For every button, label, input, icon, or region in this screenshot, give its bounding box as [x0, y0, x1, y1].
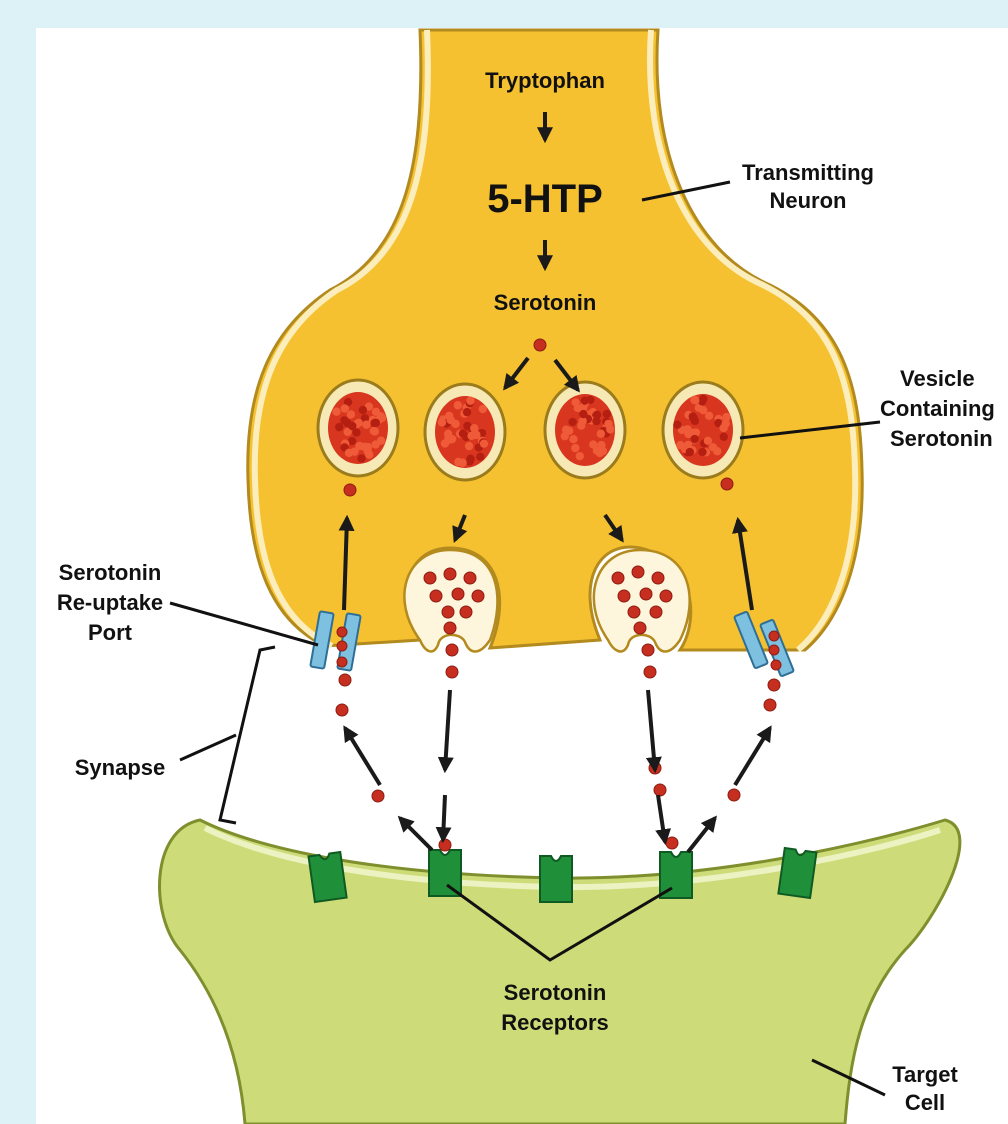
serotonin-molecule	[764, 699, 776, 711]
serotonin-molecule	[439, 839, 451, 851]
serotonin-molecule	[372, 790, 384, 802]
release-pocket-left	[404, 550, 497, 652]
label-vesicle: Vesicle	[900, 366, 975, 391]
serotonin-molecule	[424, 572, 436, 584]
serotonin-receptor	[540, 856, 572, 902]
serotonin-molecule	[452, 588, 464, 600]
serotonin-molecule	[444, 568, 456, 580]
serotonin-molecule	[721, 478, 733, 490]
serotonin-molecule	[444, 622, 456, 634]
label-5-htp: 5-HTP	[487, 177, 603, 221]
serotonin-molecule	[337, 627, 347, 637]
serotonin-molecule	[446, 644, 458, 656]
label-neuron: Neuron	[770, 188, 847, 213]
serotonin-molecule	[642, 644, 654, 656]
serotonin-molecule	[446, 666, 458, 678]
label-serotonin-vesicle: Serotonin	[890, 426, 993, 451]
arrow-release-left-down	[445, 690, 450, 770]
serotonin-molecule	[336, 704, 348, 716]
serotonin-molecule	[728, 789, 740, 801]
vesicle	[545, 382, 625, 478]
serotonin-molecule	[769, 631, 779, 641]
synapse-bracket	[220, 647, 275, 823]
serotonin-molecule	[632, 566, 644, 578]
serotonin-molecule	[769, 645, 779, 655]
serotonin-molecule	[652, 572, 664, 584]
serotonin-molecule	[534, 339, 546, 351]
serotonin-molecule	[634, 622, 646, 634]
label-containing: Containing	[880, 396, 995, 421]
arrow-receptor-to-port-left2	[400, 818, 432, 850]
label-receptors-serotonin: Serotonin	[504, 980, 607, 1005]
arrow-receptor-to-port-left	[345, 728, 380, 785]
serotonin-molecule	[666, 837, 678, 849]
serotonin-molecule	[339, 674, 351, 686]
arrow-receptor-to-port-right2	[688, 818, 715, 852]
serotonin-molecule	[654, 784, 666, 796]
label-serotonin: Serotonin	[494, 290, 597, 315]
serotonin-molecule	[442, 606, 454, 618]
serotonin-molecule	[430, 590, 442, 602]
serotonin-molecule	[337, 657, 347, 667]
serotonin-molecule	[660, 590, 672, 602]
serotonin-receptor	[309, 852, 347, 902]
serotonin-receptor	[778, 848, 816, 898]
serotonin-molecule	[460, 606, 472, 618]
label-port: Port	[88, 620, 133, 645]
serotonin-molecule	[650, 606, 662, 618]
serotonin-molecule	[618, 590, 630, 602]
label-reuptake: Re-uptake	[57, 590, 163, 615]
serotonin-molecule	[644, 666, 656, 678]
vesicle	[318, 380, 398, 476]
label-synapse: Synapse	[75, 755, 166, 780]
serotonin-molecule	[337, 641, 347, 651]
arrow-release-right-down2	[658, 795, 665, 842]
serotonin-molecule	[640, 588, 652, 600]
serotonin-molecule	[344, 484, 356, 496]
label-tryptophan: Tryptophan	[485, 68, 605, 93]
label-transmitting: Transmitting	[742, 160, 874, 185]
release-pocket-right	[594, 550, 690, 652]
arrow-release-left-down2	[443, 795, 445, 840]
serotonin-molecule	[472, 590, 484, 602]
label-target: Target	[892, 1062, 958, 1087]
transmitting-neuron	[248, 30, 862, 652]
serotonin-molecule	[612, 572, 624, 584]
serotonin-molecule	[464, 572, 476, 584]
serotonin-receptor	[429, 850, 461, 896]
arrow-receptor-to-port-right	[735, 728, 770, 785]
neuron-body	[248, 30, 862, 650]
serotonin-molecule	[628, 606, 640, 618]
arrow-release-right-down	[648, 690, 655, 770]
label-cell: Cell	[905, 1090, 945, 1115]
serotonin-molecule	[771, 660, 781, 670]
serotonin-molecule	[768, 679, 780, 691]
label-reuptake-serotonin: Serotonin	[59, 560, 162, 585]
vesicle	[663, 382, 743, 478]
vesicle	[425, 384, 505, 480]
leader-synapse	[180, 735, 236, 760]
label-receptors: Receptors	[501, 1010, 609, 1035]
